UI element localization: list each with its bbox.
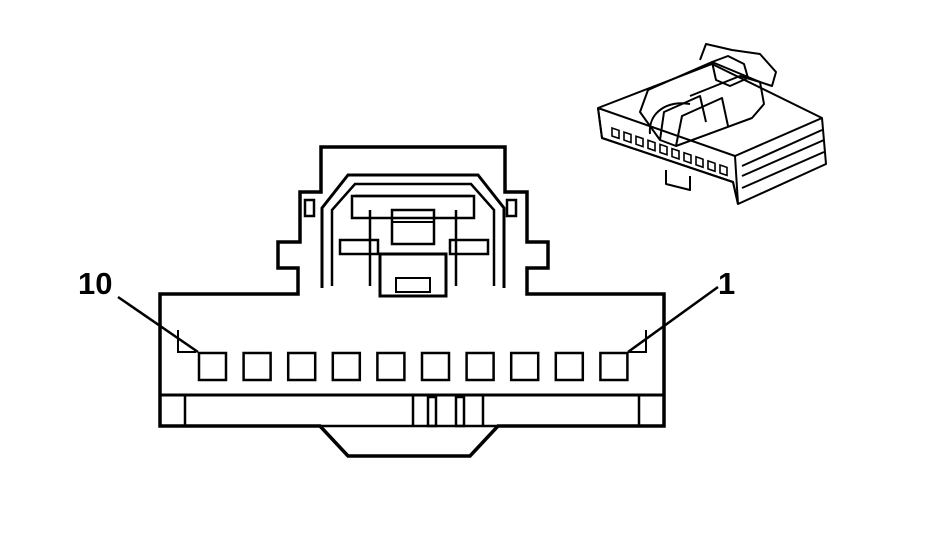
iso-terminal-cavity <box>707 159 716 173</box>
iso-terminal-cavity <box>719 163 728 177</box>
iso-latch-front-curve <box>648 102 691 135</box>
connector-face-view <box>158 145 666 458</box>
iso-latch-ridge-3 <box>689 75 761 97</box>
latch-inner <box>330 182 496 286</box>
iso-terminal-cavity <box>671 147 680 161</box>
label-pin-1: 1 <box>718 266 735 301</box>
terminal-cavity <box>242 351 272 382</box>
iso-cavities <box>611 126 728 177</box>
terminal-cavity <box>599 351 629 382</box>
iso-front-face <box>597 107 739 205</box>
corner-mark-right <box>628 330 647 353</box>
leader-line-pin-1 <box>627 285 719 354</box>
terminal-cavities <box>197 351 629 382</box>
label-pin-10: 10 <box>78 266 112 301</box>
terminal-cavity <box>331 351 362 382</box>
iso-latch-ridge-2 <box>675 97 729 147</box>
iso-bottom-key <box>665 170 691 191</box>
iso-latch-slot <box>711 55 749 87</box>
terminal-cavity <box>420 351 451 382</box>
latch-release-tab <box>378 252 448 298</box>
leader-line-pin-10 <box>117 295 199 354</box>
locking-latch <box>320 173 506 298</box>
terminal-cavity <box>465 351 495 382</box>
terminal-cavity <box>554 351 585 382</box>
terminal-cavity <box>286 351 317 382</box>
iso-side-ribs <box>741 129 825 189</box>
iso-terminal-cavity <box>683 151 692 165</box>
iso-terminal-cavity <box>647 139 656 152</box>
latch-block <box>350 194 476 220</box>
iso-corner-edge <box>734 155 739 205</box>
iso-terminal-cavity <box>611 126 620 140</box>
key-slot-right <box>454 395 466 428</box>
terminal-cavity <box>376 351 406 382</box>
terminal-cavity <box>197 351 228 382</box>
latch-arm-left <box>338 238 380 256</box>
latch-arm-right <box>448 238 490 256</box>
iso-body <box>597 63 827 205</box>
iso-terminal-cavity <box>623 130 632 144</box>
pin-callouts: 10 1 <box>78 266 735 354</box>
key-slot-left <box>426 395 438 428</box>
side-tab-right <box>505 198 518 218</box>
iso-terminal-cavity <box>695 155 704 169</box>
iso-latch-hump <box>639 61 765 147</box>
iso-latch-top <box>699 43 777 87</box>
iso-terminal-cavity <box>635 135 644 148</box>
iso-terminal-cavity <box>659 143 668 156</box>
latch-window <box>390 208 436 246</box>
connector-body-outline <box>158 145 666 458</box>
connector-isometric-view <box>597 43 827 205</box>
latch-release-inner <box>395 277 431 293</box>
terminal-cavity <box>509 351 540 382</box>
latch-outer <box>320 173 506 288</box>
side-tab-left <box>303 198 316 218</box>
